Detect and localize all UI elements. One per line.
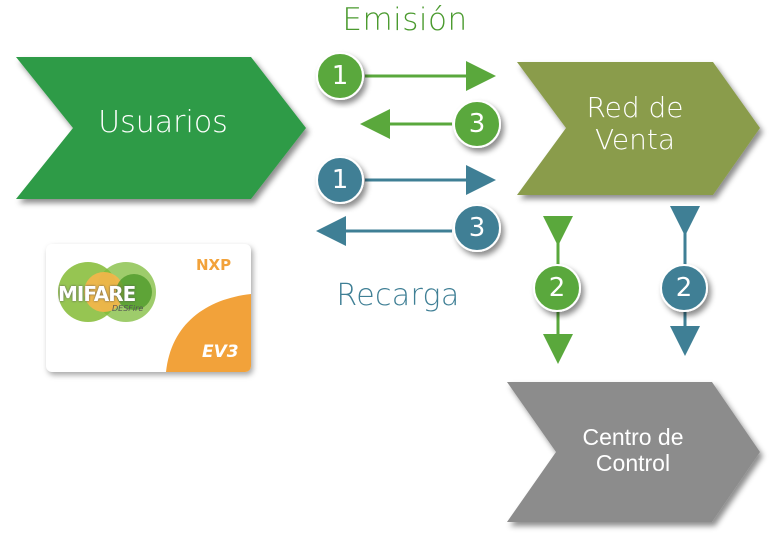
mifare-brand-text: MIFARE <box>58 282 136 306</box>
step-badge-emision-1 <box>316 52 364 100</box>
step-number-green-2: 2 <box>548 273 566 303</box>
red-venta-label: Red de Venta <box>586 91 684 157</box>
ev3-text: EV3 <box>202 342 239 362</box>
step-number-blue-2: 2 <box>675 273 693 303</box>
usuarios-chevron <box>16 57 306 199</box>
red-venta-chevron <box>517 62 760 195</box>
step-badge-blue-2 <box>660 264 708 312</box>
centro-control-label: Centro de Control <box>582 424 684 477</box>
step-badge-green-2 <box>533 264 581 312</box>
mifare-logo <box>58 262 251 372</box>
step-number-recarga-3: 3 <box>468 213 486 243</box>
desfire-text: DESFire <box>112 304 144 313</box>
step-number-emision-3: 3 <box>468 109 486 139</box>
recarga-title: Recarga <box>336 278 460 313</box>
nxp-logo-text: NXP <box>196 256 232 274</box>
usuarios-label: Usuarios <box>98 105 228 140</box>
mifare-card-image: MIFARE DESFire NXP EV3 <box>46 244 251 372</box>
centro-control-chevron <box>507 382 760 522</box>
step-badge-recarga-1 <box>316 156 364 204</box>
step-badge-emision-3 <box>453 100 501 148</box>
step-badge-recarga-3 <box>453 204 501 252</box>
emision-title: Emisión <box>342 2 468 38</box>
step-number-emision-1: 1 <box>331 61 349 91</box>
step-number-recarga-1: 1 <box>331 165 349 195</box>
